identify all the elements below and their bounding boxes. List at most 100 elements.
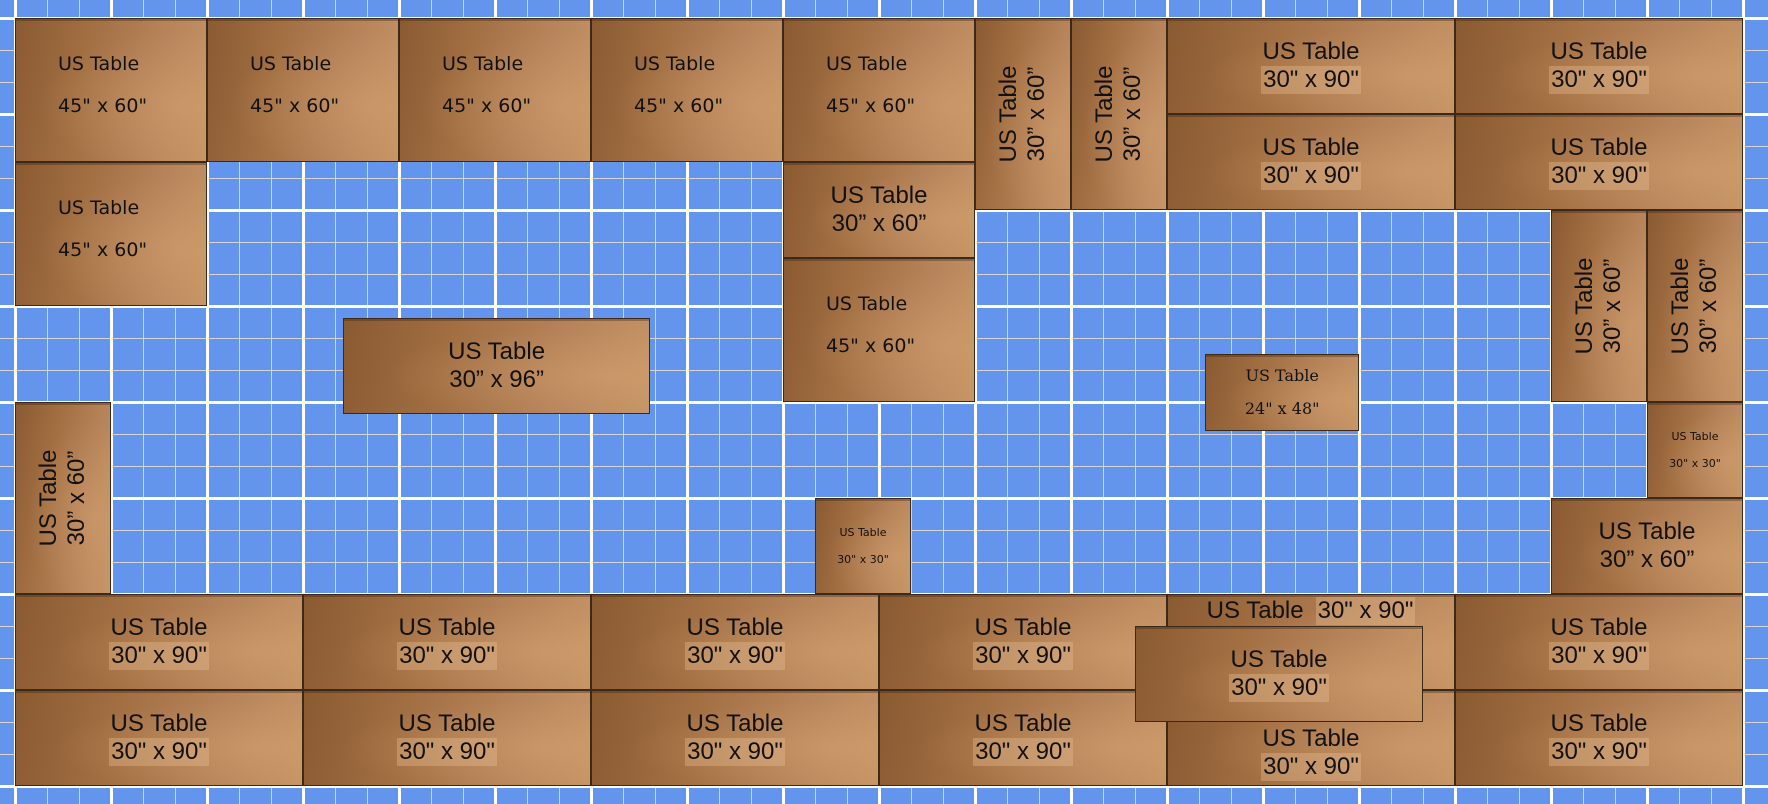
table-size: 45" x 60" [58,239,148,261]
table-size: 30" x 90" [1315,597,1416,625]
table-size: 30” x 60” [831,210,927,237]
table-size: 30" x 90" [1549,162,1649,190]
table-label: US Table 45" x 60" [16,163,206,305]
table-title: US Table [35,449,62,547]
table-size: 30" x 90" [397,642,497,670]
table-size: 30" x 90" [1549,66,1649,94]
table-title: US Table [1091,65,1118,163]
table-item[interactable]: US Table 45" x 60" [15,162,207,306]
table-size: 24" x 48" [1244,399,1320,419]
table-size: 30” x 60” [1695,258,1722,354]
table-title: US Table [110,614,208,641]
table-size: 30" x 90" [1261,66,1361,94]
table-size: 30” x 60” [1023,66,1050,162]
table-size: 30" x 90" [685,642,785,670]
table-size: 30" x 90" [1229,674,1329,702]
table-size: 30" x 90" [1261,753,1361,781]
table-title: US Table [826,293,908,315]
table-title: US Table [1206,597,1304,624]
table-size: 30" x 90" [1549,738,1649,766]
table-size: 30" x 90" [1261,162,1361,190]
table-size: 30" x 30" [837,553,889,566]
table-title: US Table [1262,134,1360,161]
table-title: US Table [686,614,784,641]
table-title: US Table [1550,134,1648,161]
table-size: 30” x 60” [1599,258,1626,354]
table-title: US Table [1550,710,1648,737]
table-title: US Table [634,53,716,75]
table-title: US Table [974,710,1072,737]
table-size: 30” x 60” [1119,66,1146,162]
table-size: 45" x 60" [58,95,148,117]
table-item[interactable]: US Table 45" x 60" [15,18,207,162]
table-label: US Table 45" x 60" [16,19,206,161]
table-label: US Table 24" x 48" [1206,355,1358,430]
table-title: US Table [1667,257,1694,355]
table-size: 45" x 60" [826,95,916,117]
table-size: 30" x 90" [685,738,785,766]
table-title: US Table [1550,614,1648,641]
table-title: US Table [1571,257,1598,355]
table-size: 30" x 90" [397,738,497,766]
table-size: 30" x 90" [1549,642,1649,670]
table-title: US Table [995,65,1022,163]
table-title: US Table [1245,366,1319,386]
table-size: 30" x 90" [109,642,209,670]
table-title: US Table [110,710,208,737]
table-title: US Table [442,53,524,75]
table-item[interactable]: US Table 24" x 48" [1205,354,1359,431]
table-size: 30" x 90" [973,642,1073,670]
table-size: 30" x 90" [109,738,209,766]
table-title: US Table [448,338,546,365]
table-title: US Table [58,197,140,219]
table-title: US Table [58,53,140,75]
